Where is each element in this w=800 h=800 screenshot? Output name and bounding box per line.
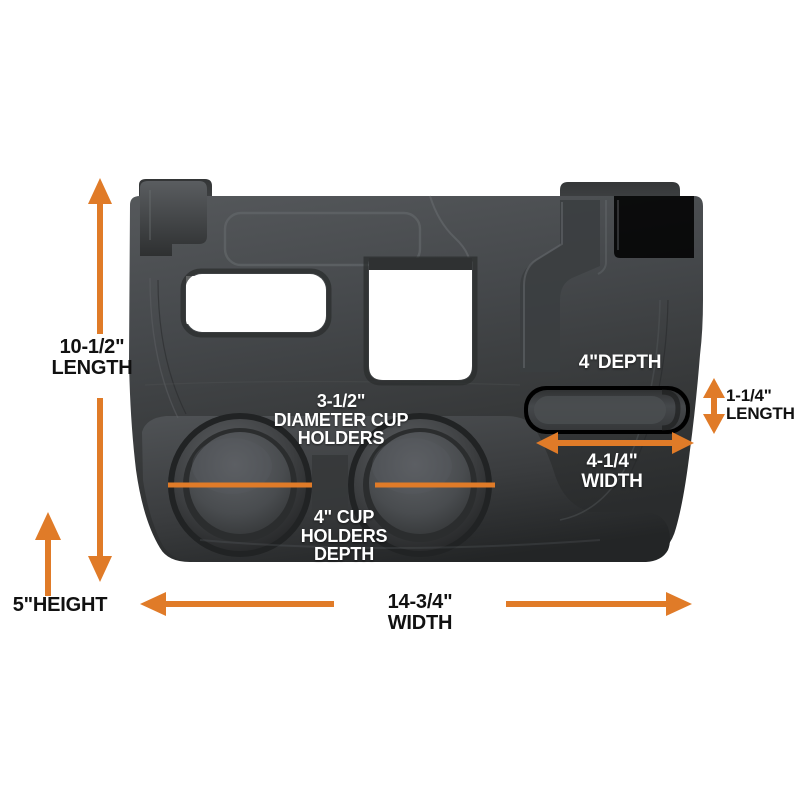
center-bezel [223,211,422,267]
right-step-wall [520,200,607,372]
label-overall-width: 14-3/4" WIDTH [387,591,453,634]
left-mounting-ridge [140,181,207,256]
label-overall-length: 10-1/2" LENGTH [51,336,133,379]
arrow-tray-length [703,378,725,434]
cutout-center [369,262,472,380]
right-mounting-tabs [614,196,694,258]
label-overall-height: 5"HEIGHT [12,594,108,616]
label-tray-width: 4-1/4" WIDTH [581,451,643,492]
arrow-tray-width [536,432,694,454]
label-tray-depth: 4"DEPTH [578,352,662,373]
arrow-overall-width [140,592,692,616]
label-tray-length: 1-1/4" LENGTH [726,386,795,423]
label-cup-holder-depth: 4" CUP HOLDERS DEPTH [300,507,388,565]
dimension-arrows [35,178,725,616]
label-cup-holder-diameter: 3-1/2" DIAMETER CUP HOLDERS [273,391,409,449]
arrow-overall-height [35,512,61,596]
accessory-tray-slot [524,386,690,434]
arrow-overall-length [88,178,112,582]
